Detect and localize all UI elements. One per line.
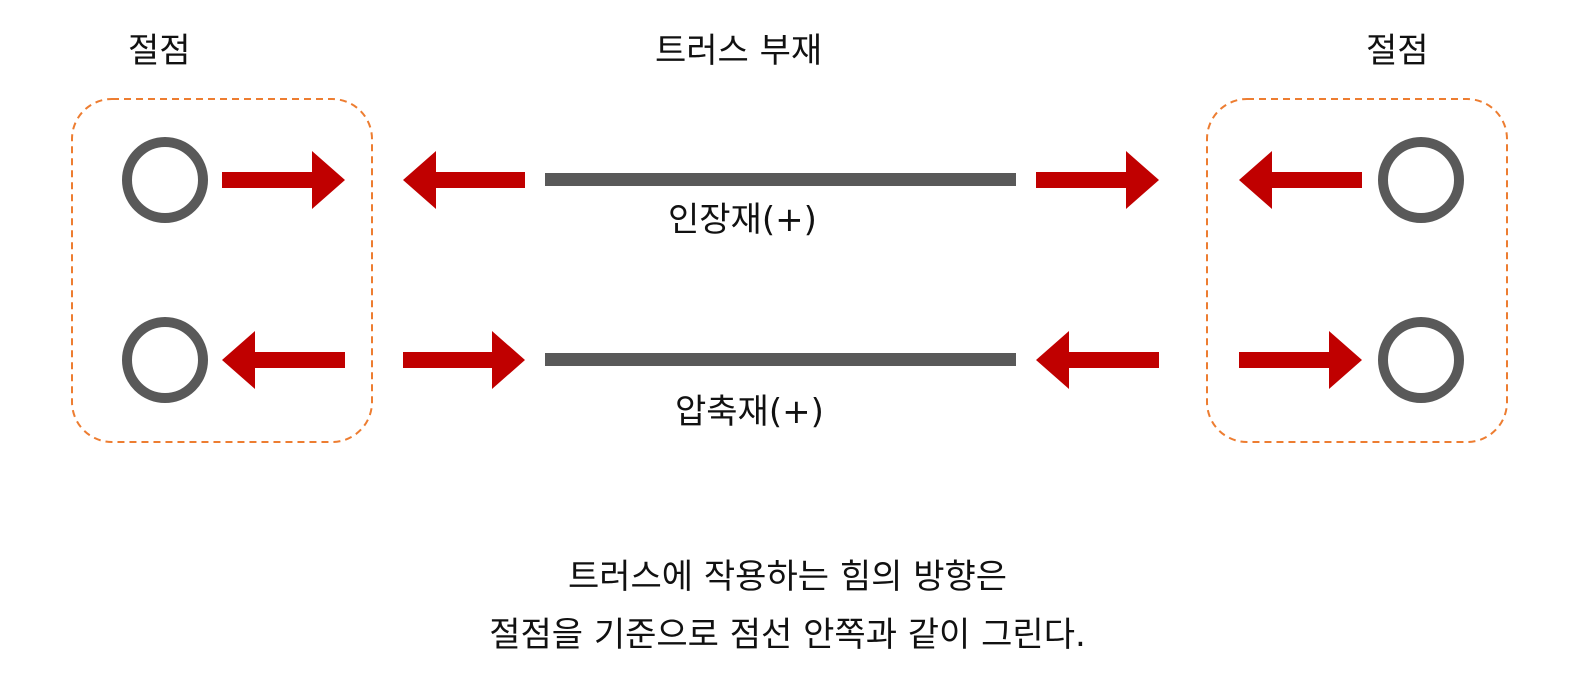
arrow-right-icon [403,331,525,389]
joint-right-label: 절점 [1366,31,1429,71]
compression-member [545,353,1016,366]
arrow-left-icon [403,151,525,209]
node-right-top [1378,137,1464,223]
arrow-right-icon [222,151,345,209]
joint-box-left [71,98,373,443]
tension-member [545,173,1016,186]
node-left-bottom [122,317,208,403]
node-left-top [122,137,208,223]
member-title: 트러스 부재 [655,31,823,71]
compression-label: 압축재(+) [675,392,824,432]
arrow-right-icon [1036,151,1159,209]
caption-line-1: 트러스에 작용하는 힘의 방향은 [567,557,1008,597]
tension-label: 인장재(+) [668,200,817,240]
arrow-left-icon [1239,151,1362,209]
arrow-left-icon [1036,331,1159,389]
joint-left-label: 절점 [128,31,191,71]
caption-line-2: 절점을 기준으로 점선 안쪽과 같이 그린다. [489,615,1086,655]
node-right-bottom [1378,317,1464,403]
arrow-left-icon [222,331,345,389]
arrow-right-icon [1239,331,1362,389]
joint-box-right [1206,98,1508,443]
